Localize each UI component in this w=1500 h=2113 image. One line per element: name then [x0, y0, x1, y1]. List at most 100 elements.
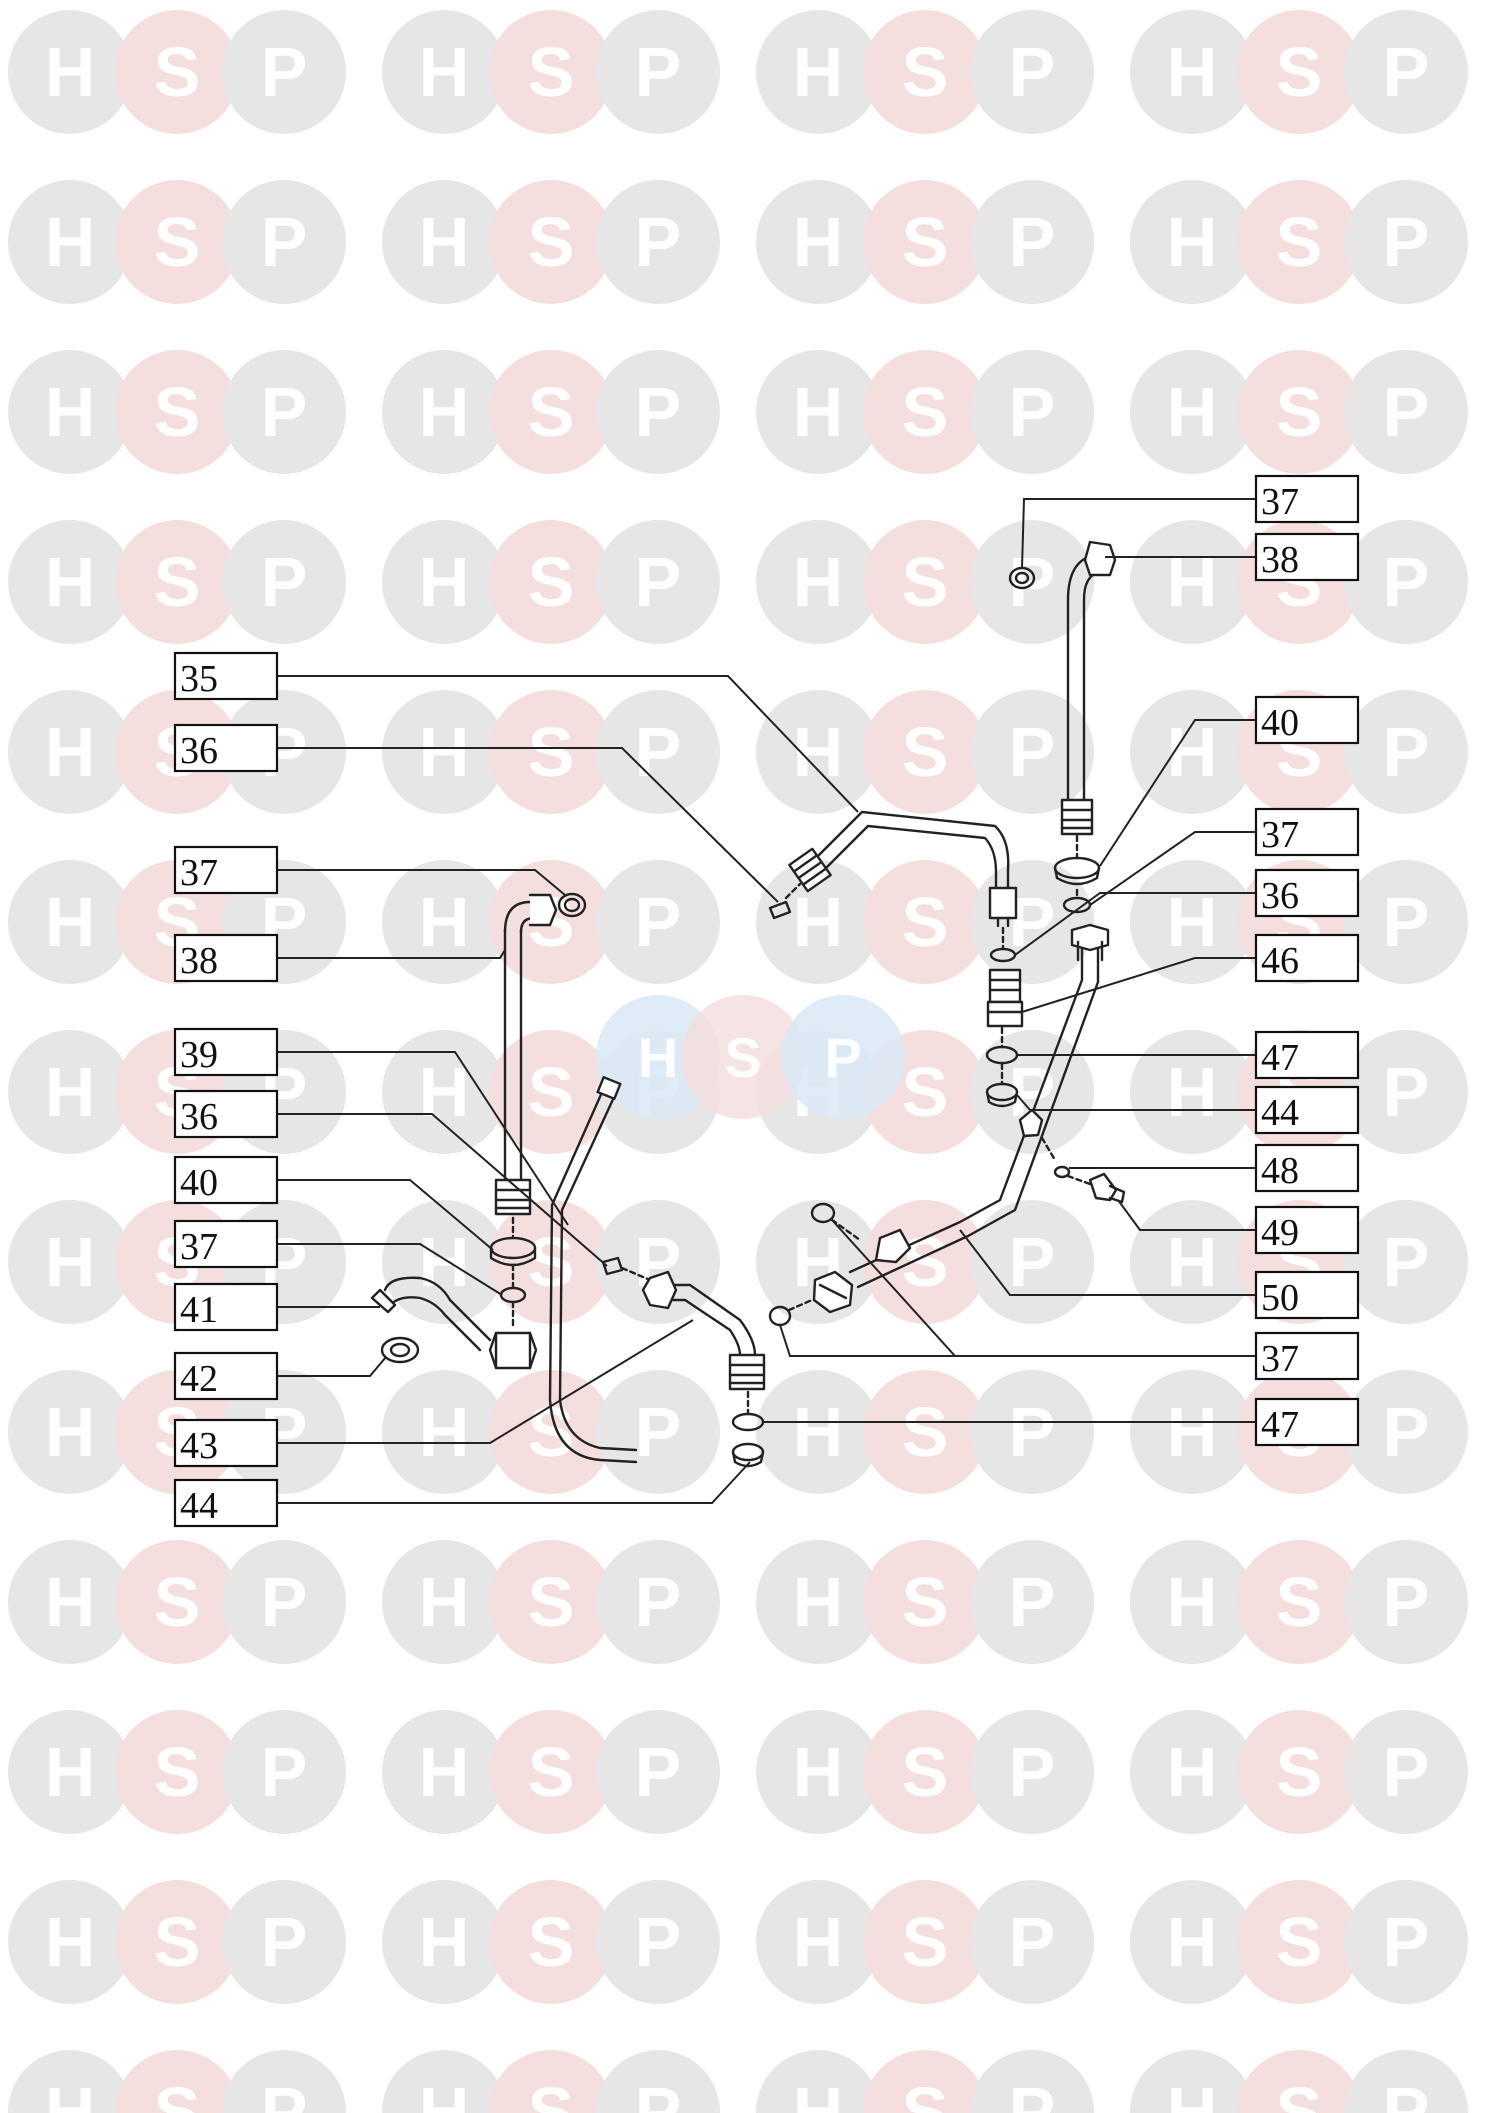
watermark-circle — [1344, 1030, 1468, 1154]
watermark-circle — [8, 690, 132, 814]
watermark-circle — [756, 2050, 880, 2113]
watermark-letter: P — [635, 33, 682, 111]
label-47: 47 — [1261, 1037, 1299, 1079]
watermark-letter: S — [528, 1053, 575, 1131]
watermark-letter: S — [528, 1563, 575, 1641]
watermark-letter: H — [793, 1393, 844, 1471]
part-37-oring-left-top-inner — [563, 897, 581, 913]
watermark-letter: S — [1276, 1563, 1323, 1641]
watermark-circle — [756, 1540, 880, 1664]
watermark-letter: P — [261, 203, 308, 281]
watermark-letter: S — [528, 203, 575, 281]
part-35-upper-bent-pipe — [788, 810, 1018, 928]
watermark-circle — [382, 2050, 506, 2113]
watermark-circle — [596, 520, 720, 644]
part-38-left-vertical-pipe — [494, 893, 558, 1216]
watermark-circle — [756, 350, 880, 474]
watermark-circle — [115, 1710, 239, 1834]
watermark-circle — [8, 1710, 132, 1834]
watermark-letter: H — [419, 1733, 470, 1811]
watermark-circle — [1344, 10, 1468, 134]
part-41-elbow-fitting — [370, 1276, 538, 1370]
watermark-letter: H — [1167, 1733, 1218, 1811]
label-37: 37 — [1261, 1338, 1299, 1380]
watermark-letter: P — [1009, 2073, 1056, 2113]
watermark-circle — [970, 1540, 1094, 1664]
watermark-circle — [970, 1710, 1094, 1834]
watermark-letter: H — [1167, 1053, 1218, 1131]
label-44: 44 — [180, 1485, 218, 1527]
leader-42 — [277, 1356, 387, 1377]
part-37-oring-left-top — [557, 892, 587, 918]
watermark-circle — [222, 350, 346, 474]
watermark-letter: H — [793, 373, 844, 451]
label-48: 48 — [1261, 1150, 1299, 1192]
leader-50 — [959, 1229, 1256, 1296]
watermark-circle — [596, 2050, 720, 2113]
watermark-circle — [756, 860, 880, 984]
callout-50: 50 — [1254, 1270, 1360, 1320]
watermark-circle — [1344, 180, 1468, 304]
watermark-circle — [222, 10, 346, 134]
watermark-circle — [596, 690, 720, 814]
watermark-letter: S — [902, 713, 949, 791]
watermark-letter: H — [793, 1903, 844, 1981]
watermark-letter: H — [1167, 883, 1218, 961]
part-37-oring-right-top-inner — [1014, 571, 1030, 585]
callout-35: 35 — [173, 651, 279, 701]
watermark-circle — [1130, 1030, 1254, 1154]
watermark-letter: H — [419, 1053, 470, 1131]
watermark-letter: S — [902, 1903, 949, 1981]
watermark-letter: H — [45, 1223, 96, 1301]
watermark-circle — [1344, 1710, 1468, 1834]
watermark-letter: S — [154, 373, 201, 451]
callout-38b: 38 — [1254, 532, 1360, 582]
watermark-circle — [596, 10, 720, 134]
callout-40b: 40 — [1254, 695, 1360, 745]
watermark-letter: P — [1383, 883, 1430, 961]
watermark-letter: H — [45, 1903, 96, 1981]
watermark-letter: P — [1009, 33, 1056, 111]
callout-37c: 37 — [1254, 474, 1360, 524]
watermark-circle — [489, 350, 613, 474]
watermark-letter: H — [45, 1733, 96, 1811]
center-logo-circle — [781, 995, 905, 1119]
watermark-letter: S — [902, 1393, 949, 1471]
watermark-circle — [222, 520, 346, 644]
watermark-circle — [382, 1200, 506, 1324]
watermark-circle — [756, 10, 880, 134]
watermark-circle — [382, 350, 506, 474]
watermark-letter: P — [1009, 1563, 1056, 1641]
watermark-circle — [115, 2050, 239, 2113]
watermark-letter: S — [154, 2073, 201, 2113]
label-37: 37 — [1261, 481, 1299, 523]
watermark-letter: H — [793, 1563, 844, 1641]
part-49-small-fitting — [1088, 1172, 1126, 1204]
part-37-oring-left-mid — [499, 1286, 527, 1304]
watermark-circle — [1344, 860, 1468, 984]
part-36-washer-mid — [601, 1256, 652, 1282]
watermark-circle — [1344, 690, 1468, 814]
watermark-circle — [1344, 1200, 1468, 1324]
watermark-letter: S — [1276, 373, 1323, 451]
part-38-right-vertical-pipe — [1060, 540, 1117, 836]
watermark-circle — [489, 1370, 613, 1494]
callout-38a: 38 — [173, 933, 279, 983]
center-logo-letter: P — [824, 1026, 861, 1089]
watermark-circle — [1344, 1370, 1468, 1494]
leader-38a — [277, 949, 506, 959]
watermark-circle — [115, 1540, 239, 1664]
watermark-circle — [115, 180, 239, 304]
watermark-circle — [115, 350, 239, 474]
part-36-washer-right — [989, 926, 1017, 963]
part-40-nut-right — [1053, 856, 1101, 886]
watermark-circle — [382, 690, 506, 814]
watermark-letter: S — [902, 2073, 949, 2113]
center-logo-letter: S — [724, 1026, 761, 1089]
watermark-letter: P — [1383, 1223, 1430, 1301]
watermark-letter: P — [1383, 1393, 1430, 1471]
watermark-circle — [8, 1880, 132, 2004]
callout-37d: 37 — [1254, 807, 1360, 857]
leader-43 — [277, 1319, 694, 1444]
